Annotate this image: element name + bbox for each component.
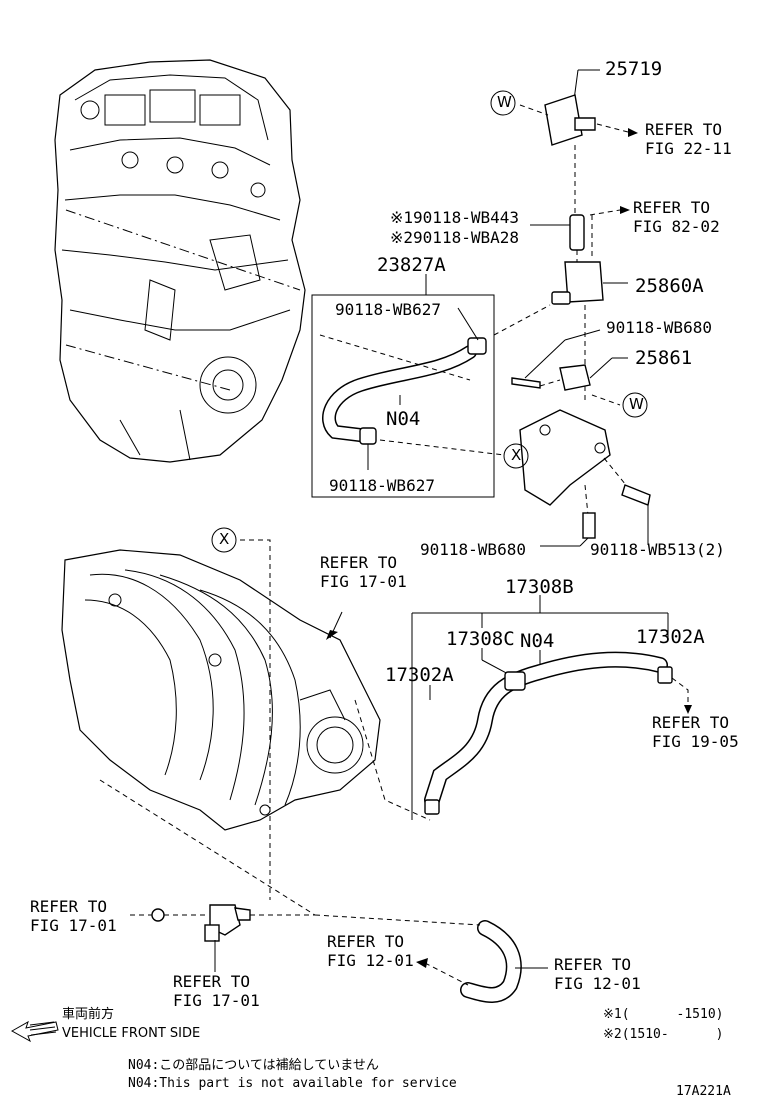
marker-w-mid — [622, 392, 648, 418]
marker-x-label: X — [219, 530, 230, 548]
figure-code: 17A221A — [676, 1084, 731, 1099]
part-number-17302a-right: 17302A — [636, 626, 705, 648]
intake-manifold-drawing — [61, 549, 381, 831]
part-number-wb627-top: 90118-WB627 — [335, 300, 441, 319]
vehicle-front-en: VEHICLE FRONT SIDE — [62, 1026, 201, 1041]
engine-block-drawing — [54, 59, 306, 463]
part-number-wb513: 90118-WB513(2) — [590, 540, 725, 559]
refer-line1: REFER TO — [645, 120, 723, 139]
footnote-2: ※2(1510- ) — [603, 1027, 724, 1042]
vehicle-front-jp: 車両前方 — [62, 1007, 115, 1022]
part-number-wb680-bottom: 90118-WB680 — [420, 540, 526, 559]
refer-line2: FIG 12-01 — [327, 951, 414, 970]
part-number-wb627-bottom: 90118-WB627 — [329, 476, 435, 495]
marker-x-mid — [503, 443, 529, 469]
marker-w-label: W — [497, 93, 512, 111]
refer-line2: FIG 17-01 — [173, 991, 260, 1010]
n04-note-jp: N04:この部品については補給していません — [128, 1058, 379, 1073]
refer-line2: FIG 12-01 — [554, 974, 641, 993]
refer-line1: REFER TO — [633, 198, 711, 217]
hose-kit-box — [311, 294, 495, 498]
marker-w-label: W — [629, 395, 644, 413]
refer-line2: FIG 22-11 — [645, 139, 732, 158]
part-number-25860a: 25860A — [635, 275, 704, 297]
refer-line1: REFER TO — [173, 972, 251, 991]
refer-line2: FIG 82-02 — [633, 217, 720, 236]
n04-lower-label: N04 — [520, 630, 555, 652]
refer-line1: REFER TO — [554, 955, 632, 974]
refer-line1: REFER TO — [320, 553, 398, 572]
part-number-17308c: 17308C — [446, 628, 515, 650]
n04-upper-label: N04 — [386, 408, 421, 430]
n04-note-en: N04:This part is not available for servi… — [128, 1076, 457, 1091]
part-number-wb680-right: 90118-WB680 — [606, 318, 712, 337]
refer-line2: FIG 17-01 — [320, 572, 407, 591]
refer-line2: FIG 17-01 — [30, 916, 117, 935]
refer-line1: REFER TO — [327, 932, 405, 951]
refer-line2: FIG 19-05 — [652, 732, 739, 751]
part-number-17302a-left: 17302A — [385, 664, 454, 686]
marker-x-label: X — [511, 446, 522, 464]
part-number-23827a: 23827A — [377, 254, 446, 276]
marker-w-top — [490, 90, 516, 116]
part-number-25861: 25861 — [635, 347, 693, 369]
part-number-wb443: ※190118-WB443 — [390, 208, 519, 227]
refer-line1: REFER TO — [30, 897, 108, 916]
part-number-wba28: ※290118-WBA28 — [390, 228, 519, 247]
part-number-25719: 25719 — [605, 58, 663, 80]
part-number-17308b: 17308B — [505, 576, 574, 598]
footnote-1: ※1( -1510) — [603, 1007, 724, 1022]
marker-x-low — [211, 527, 237, 553]
refer-line1: REFER TO — [652, 713, 730, 732]
